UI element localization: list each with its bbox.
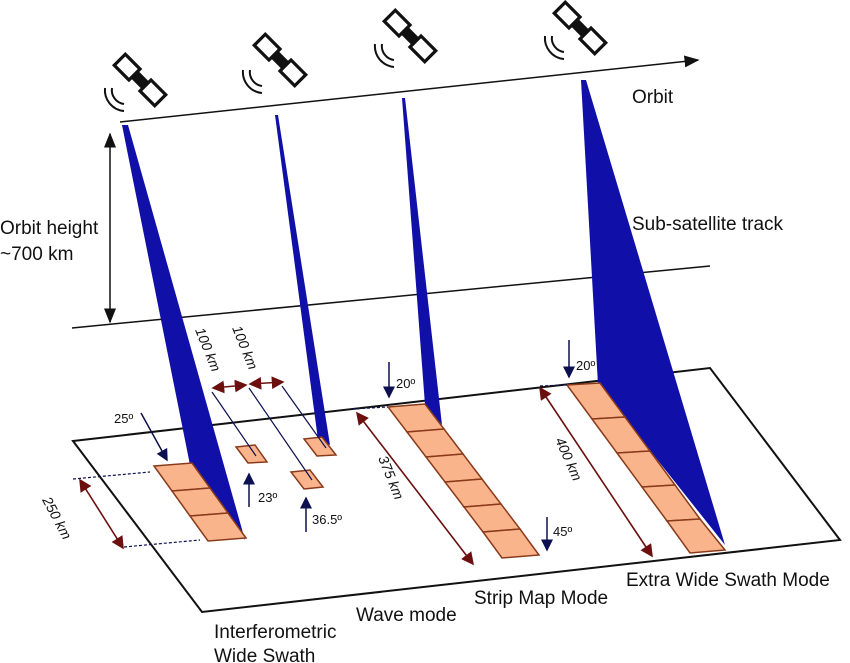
signal-waves-icon xyxy=(103,35,565,112)
wave-spacing-label: 100 km xyxy=(192,325,224,374)
strip-map-beam xyxy=(402,98,442,425)
wave-spacing-dimension xyxy=(211,379,248,394)
satellite-icon xyxy=(552,0,608,56)
orbit-label: Orbit xyxy=(632,87,674,108)
wave-mode-label: Wave mode xyxy=(356,605,457,626)
satellite-icon xyxy=(382,8,438,64)
orbit-height-label: Orbit height xyxy=(0,218,99,239)
strip-near-angle-label: 20º xyxy=(396,376,415,391)
ew-mode-label: Extra Wide Swath Mode xyxy=(626,570,830,591)
satellite-icon xyxy=(252,32,308,88)
wave-angle-label: 23º xyxy=(258,490,277,505)
iw-mode-label: Interferometric xyxy=(214,622,336,643)
strip-map-mode-label: Strip Map Mode xyxy=(474,588,608,609)
wave-vignettes xyxy=(234,436,338,490)
satellite-icon xyxy=(112,52,168,108)
orbit-height-value: ~700 km xyxy=(0,244,73,265)
iw-swath-dimension xyxy=(79,478,124,550)
ew-beam xyxy=(581,80,725,545)
iw-swath-label: 250 km xyxy=(39,493,75,542)
wave-spacing-label: 100 km xyxy=(229,323,261,372)
iw-mode-label-2: Wide Swath xyxy=(214,646,315,663)
ew-swath-dimension xyxy=(539,386,653,558)
ew-angle-label: 20º xyxy=(576,358,595,373)
orbit-line xyxy=(119,55,700,123)
strip-swath-dimension xyxy=(356,411,474,566)
wave-beam xyxy=(275,115,330,445)
iw-angle-label: 25º xyxy=(114,411,133,426)
wave-angle-label: 36.5º xyxy=(312,512,342,527)
strip-far-angle-label: 45º xyxy=(553,524,572,539)
iw-beam xyxy=(122,125,245,540)
iw-swath-tiles xyxy=(152,462,248,542)
sub-satellite-track-label: Sub-satellite track xyxy=(632,214,784,235)
wave-spacing-dimension xyxy=(248,376,285,390)
